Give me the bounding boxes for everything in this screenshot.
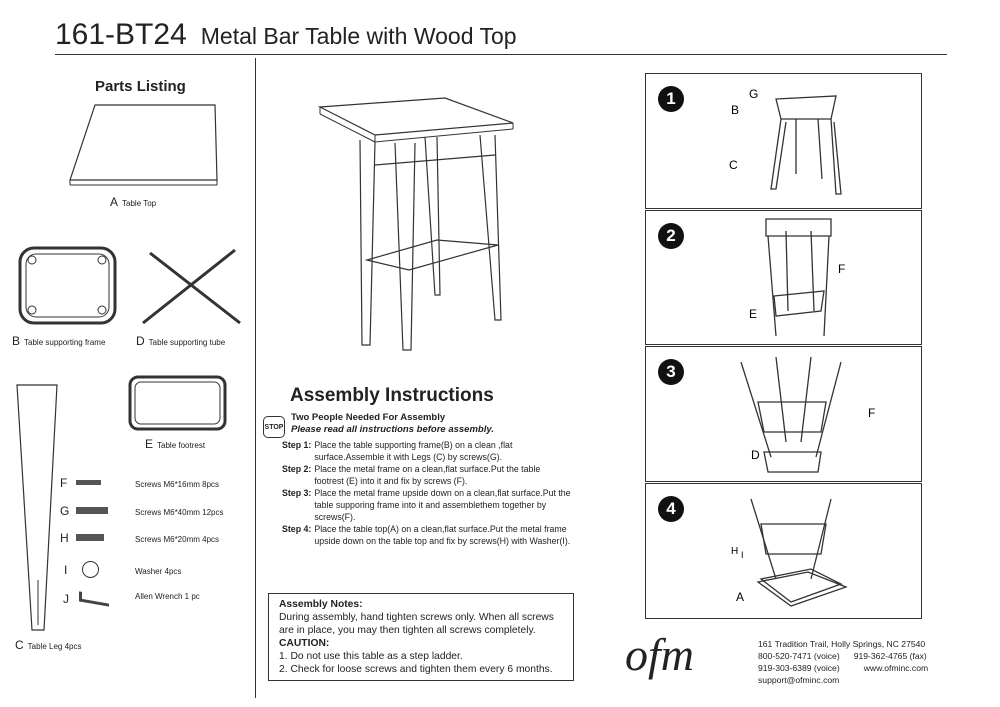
caution-item: 1. Do not use this table as a step ladde… — [279, 651, 463, 662]
screw-icon — [76, 534, 104, 541]
step-1: Step 1:Place the table supporting frame(… — [282, 439, 572, 463]
step-text: Place the table supporting frame(B) on a… — [314, 440, 513, 462]
phone-voice-2: 919-303-6389 (voice) — [758, 663, 840, 673]
step-2-illustration: FE — [749, 218, 845, 337]
supporting-frame-drawing — [18, 246, 117, 325]
table-top-drawing — [69, 104, 218, 186]
svg-text:E: E — [749, 307, 757, 321]
table-leg-drawing — [16, 384, 58, 631]
step-text: Place the metal frame on a clean,flat su… — [314, 464, 541, 486]
company-address: 161 Tradition Trail, Holly Springs, NC 2… — [758, 639, 926, 649]
website: www.ofminc.com — [863, 663, 929, 673]
washer-icon — [82, 561, 99, 578]
svg-text:H: H — [731, 546, 738, 557]
step-4: Step 4:Place the table top(A) on a clean… — [282, 523, 572, 547]
assembly-notes-box: Assembly Notes: During assembly, hand ti… — [268, 593, 574, 681]
step-number-badge: 2 — [658, 223, 684, 249]
model-number: 161-BT24 — [55, 18, 187, 51]
assembly-instructions-title: Assembly Instructions — [290, 385, 494, 406]
svg-text:C: C — [729, 158, 738, 172]
step-label: Step 1: — [282, 440, 312, 450]
step-text: Place the metal frame upside down on a c… — [314, 488, 571, 522]
product-name: Metal Bar Table with Wood Top — [200, 23, 517, 49]
ofm-logo: ofm — [625, 629, 694, 680]
allen-wrench-icon — [79, 591, 109, 607]
step-3: Step 3:Place the metal frame upside down… — [282, 487, 572, 523]
step-number-badge: 3 — [658, 359, 684, 385]
notes-title: Assembly Notes: — [279, 599, 363, 610]
caution-title: CAUTION: — [279, 638, 330, 649]
phone-voice-1: 800-520-7471 (voice) — [758, 651, 840, 661]
parts-listing-title: Parts Listing — [95, 78, 186, 95]
screw-icon — [76, 507, 108, 514]
read-instructions-note: Please read all instructions before asse… — [291, 424, 494, 435]
svg-text:B: B — [731, 103, 739, 117]
svg-text:F: F — [868, 406, 875, 420]
stop-icon: STOP — [263, 416, 285, 438]
step-label: Step 3: — [282, 488, 312, 498]
header-rule — [55, 54, 947, 55]
page-title: 161-BT24 Metal Bar Table with Wood Top — [55, 18, 517, 52]
screw-icon — [76, 480, 101, 485]
caution-item: 2. Check for loose screws and tighten th… — [279, 664, 553, 675]
support-email: support@ofminc.com — [758, 675, 840, 685]
step-number-badge: 1 — [658, 86, 684, 112]
label-g: G — [749, 87, 758, 101]
notes-text: During assembly, hand tighten screws onl… — [279, 612, 554, 636]
company-contact: 161 Tradition Trail, Holly Springs, NC 2… — [758, 638, 928, 686]
step-3-illustration: FD — [740, 356, 875, 473]
svg-text:I: I — [741, 550, 744, 560]
svg-text:A: A — [736, 590, 744, 604]
svg-text:D: D — [751, 448, 760, 462]
two-people-warning: Two People Needed For Assembly — [291, 412, 446, 423]
svg-text:F: F — [838, 262, 845, 276]
assembly-steps: Step 1:Place the table supporting frame(… — [282, 439, 572, 547]
step-2: Step 2:Place the metal frame on a clean,… — [282, 463, 572, 487]
column-divider — [255, 58, 256, 698]
step-number-badge: 4 — [658, 496, 684, 522]
fax-number: 919-362-4765 (fax) — [853, 651, 927, 661]
supporting-tube-drawing — [142, 248, 241, 325]
step-1-illustration: GB C — [729, 87, 842, 195]
step-label: Step 2: — [282, 464, 312, 474]
footrest-drawing — [128, 375, 227, 431]
step-label: Step 4: — [282, 524, 312, 534]
step-text: Place the table top(A) on a clean,flat s… — [314, 524, 571, 546]
assembled-table-drawing — [317, 97, 514, 351]
